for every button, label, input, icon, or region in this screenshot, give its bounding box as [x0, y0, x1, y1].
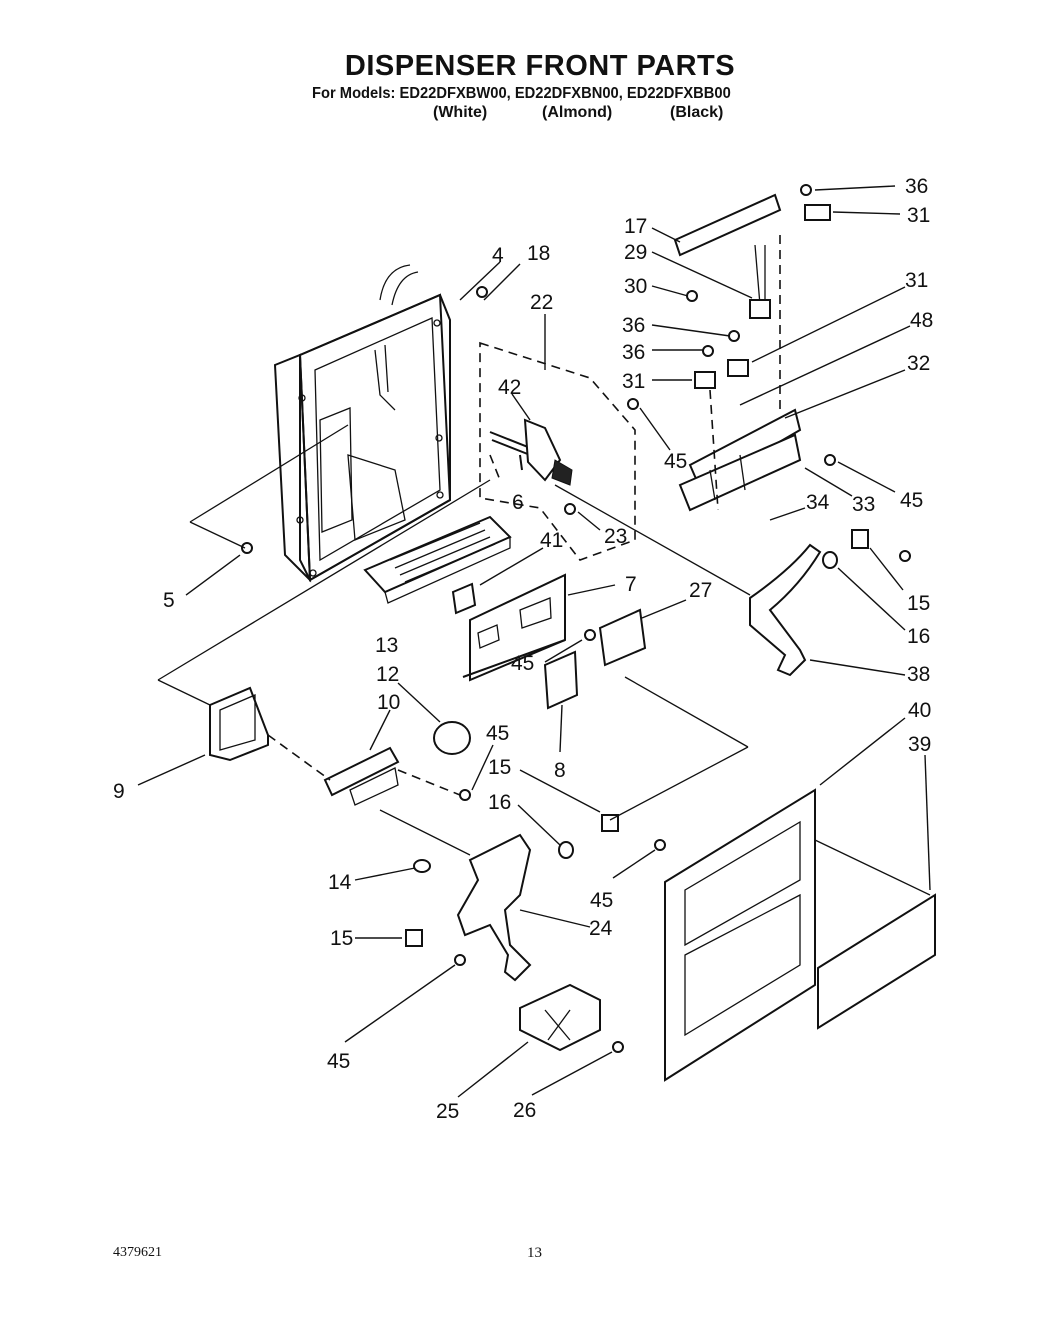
page-title: DISPENSER FRONT PARTS [344, 50, 736, 82]
callout: 27 [689, 579, 712, 602]
switch-31-mid [694, 371, 716, 389]
callout: 31 [907, 204, 930, 227]
callout: 24 [589, 917, 613, 940]
callout: 15 [907, 592, 930, 615]
callout: 38 [907, 663, 930, 686]
callout: 33 [852, 493, 875, 516]
lamp-12 [433, 721, 471, 755]
callout: 45 [664, 450, 687, 473]
callout: 16 [907, 625, 930, 648]
callout: 40 [908, 699, 931, 722]
callout: 17 [624, 215, 647, 238]
callout: 18 [527, 242, 550, 265]
callout: 30 [624, 275, 647, 298]
callout: 15 [488, 756, 511, 779]
callout: 36 [905, 175, 928, 198]
bushing-15-lower [405, 929, 423, 947]
bracket-plate-7 [462, 573, 566, 682]
actuator-assembly [489, 418, 573, 486]
ice-lever-24 [456, 833, 532, 982]
callout: 29 [624, 241, 647, 264]
callout: 45 [327, 1050, 350, 1073]
document-number: 4379621 [113, 1245, 162, 1260]
reference-lines [157, 424, 931, 896]
callout: 10 [377, 691, 400, 714]
screws [241, 184, 911, 1053]
drip-tray-grille [363, 515, 512, 604]
front-panel-40 [664, 788, 816, 1082]
light-cover-9 [209, 686, 269, 762]
color-white: (White) [433, 104, 488, 121]
page-number: 13 [527, 1245, 542, 1261]
callout: 15 [330, 927, 353, 950]
pad-14 [413, 859, 431, 873]
switch-48 [727, 359, 749, 377]
leader-lines [137, 185, 931, 1098]
callout: 36 [622, 341, 645, 364]
callout: 5 [163, 589, 175, 612]
callout: 45 [590, 889, 613, 912]
insert-panel-39 [817, 893, 936, 1030]
callout: 32 [907, 352, 930, 375]
ice-chute-25 [519, 983, 601, 1052]
callout: 9 [113, 780, 125, 803]
callout: 8 [554, 759, 566, 782]
callout: 14 [328, 871, 352, 894]
callout: 12 [376, 663, 399, 686]
callout: 25 [436, 1100, 459, 1123]
models-line: For Models: ED22DFXBW00, ED22DFXBN00, ED… [312, 85, 731, 102]
spring-16-mid [558, 841, 574, 859]
color-almond: (Almond) [542, 104, 613, 121]
callout: 41 [540, 529, 563, 552]
callout: 34 [806, 491, 830, 514]
trim-17 [673, 193, 782, 257]
callout: 42 [498, 376, 521, 399]
dispenser-housing [273, 264, 452, 583]
callout-labels: 36 31 17 29 30 31 48 36 36 32 31 4 18 22… [113, 175, 933, 1123]
callout: 7 [625, 573, 637, 596]
callout: 45 [900, 489, 923, 512]
water-lever-38 [749, 543, 822, 677]
callout: 22 [530, 291, 553, 314]
cover-41 [451, 582, 477, 615]
callout: 31 [905, 269, 928, 292]
callout: 4 [492, 244, 504, 267]
dashed-frame-22 [479, 341, 636, 561]
color-black: (Black) [670, 104, 724, 121]
hinge-bracket-10 [323, 746, 400, 806]
callout: 48 [910, 309, 933, 332]
bushing-15-mid [601, 814, 619, 832]
callout: 13 [375, 634, 398, 657]
callout: 16 [488, 791, 511, 814]
plate-27 [598, 608, 647, 667]
callout: 45 [486, 722, 509, 745]
callout: 6 [512, 491, 524, 514]
plate-8 [543, 650, 579, 710]
bushing-15-right [851, 529, 869, 549]
callout: 45 [511, 652, 534, 675]
switch-31-top [804, 204, 831, 221]
callout: 23 [604, 525, 627, 548]
microswitch-29 [749, 244, 771, 319]
spring-16-right [822, 551, 838, 569]
callout: 36 [622, 314, 645, 337]
callout: 39 [908, 733, 931, 756]
callout: 26 [513, 1099, 536, 1122]
switch-bracket [678, 408, 802, 512]
callout: 31 [622, 370, 645, 393]
